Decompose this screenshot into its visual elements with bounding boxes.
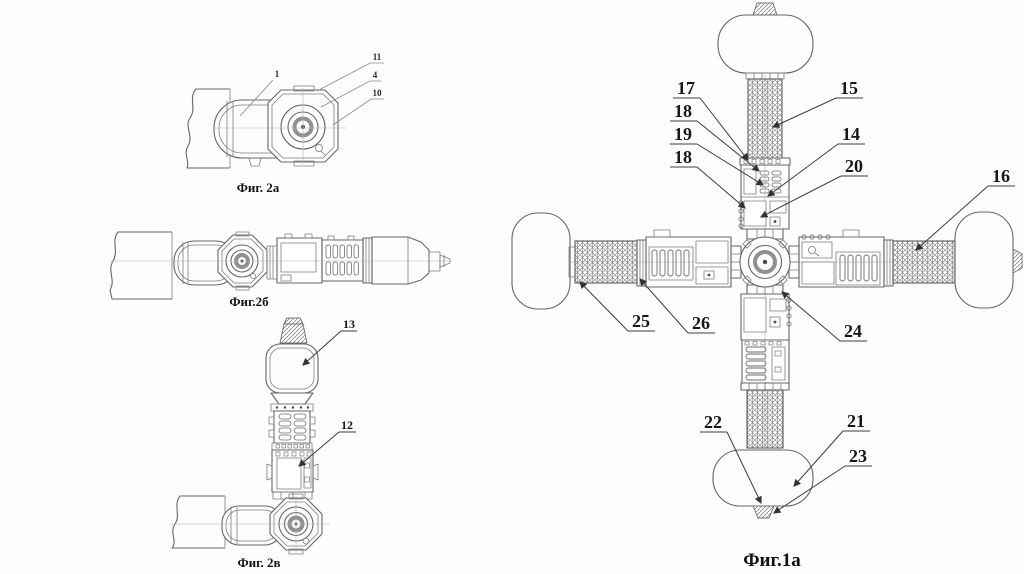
callouts-2a: 1 11 4 10 xyxy=(239,52,384,126)
callout-label: 10 xyxy=(373,88,383,98)
centerlines-2v xyxy=(170,496,330,552)
callout-label: 11 xyxy=(373,52,382,62)
callout-label: 12 xyxy=(341,418,353,432)
callout-label: 22 xyxy=(704,412,722,432)
callout-label: 23 xyxy=(849,446,867,466)
broken-pipe-2b xyxy=(109,231,173,300)
nozzle-assembly-2b xyxy=(362,236,451,285)
bottom-ribbed-section xyxy=(741,339,790,384)
figure-1a-caption: Фиг.1а xyxy=(743,550,801,571)
equipment-module-2b xyxy=(276,233,323,284)
top-arm xyxy=(717,2,814,240)
figure-2a-caption: Фиг. 2а xyxy=(237,180,280,195)
callout-label: 24 xyxy=(844,321,862,341)
top-bellows xyxy=(747,78,783,159)
top-module xyxy=(738,164,790,230)
adapter-2b xyxy=(266,245,278,280)
tank-2v xyxy=(265,317,319,405)
right-module xyxy=(798,229,885,288)
callout-label: 1 xyxy=(275,69,280,79)
callout-label: 19 xyxy=(674,124,692,144)
top-tank xyxy=(717,14,814,74)
figure-2a: 1 11 4 10 Фиг. 2а xyxy=(185,52,384,195)
right-arm xyxy=(788,211,1023,309)
figure-2v: 13 12 Фиг. 2в xyxy=(170,317,357,570)
left-tank xyxy=(511,212,571,310)
callout-label: 25 xyxy=(632,311,650,331)
bottom-module xyxy=(740,293,792,341)
figure-1a: 17 18 19 18 15 14 20 16 25 xyxy=(511,2,1023,571)
callout-label: 17 xyxy=(677,78,695,98)
bottom-arm xyxy=(712,284,814,519)
bottom-bellows xyxy=(746,389,784,449)
callout-label: 16 xyxy=(992,166,1010,186)
callout-label: 18 xyxy=(674,147,692,167)
callout-label: 18 xyxy=(674,101,692,121)
figure-2v-caption: Фиг. 2в xyxy=(237,555,280,570)
ribbed-section-2b xyxy=(321,235,364,282)
callouts-1a: 17 18 19 18 15 14 20 16 25 xyxy=(579,78,1015,514)
figure-2b: Фиг.2б xyxy=(109,231,452,309)
bottom-nozzle xyxy=(752,505,775,519)
left-module xyxy=(645,229,732,288)
coil-section-2v xyxy=(268,403,316,451)
callouts-2v: 13 12 xyxy=(298,317,357,467)
left-bellows xyxy=(574,240,638,284)
callout-label: 26 xyxy=(692,313,710,333)
callout-label: 21 xyxy=(847,411,865,431)
callout-label: 4 xyxy=(373,70,378,80)
callout-label: 20 xyxy=(845,156,863,176)
right-tank xyxy=(954,211,1014,309)
broken-pipe-2v xyxy=(171,495,226,549)
callout-label: 14 xyxy=(842,124,860,144)
left-arm xyxy=(511,212,742,310)
figure-2b-caption: Фиг.2б xyxy=(229,294,269,309)
callout-label: 15 xyxy=(840,78,858,98)
callout-label: 13 xyxy=(343,317,355,331)
central-hub xyxy=(739,236,791,288)
right-bellows xyxy=(892,240,956,284)
equipment-module-2v xyxy=(266,449,319,500)
centerlines-2a xyxy=(214,88,346,164)
